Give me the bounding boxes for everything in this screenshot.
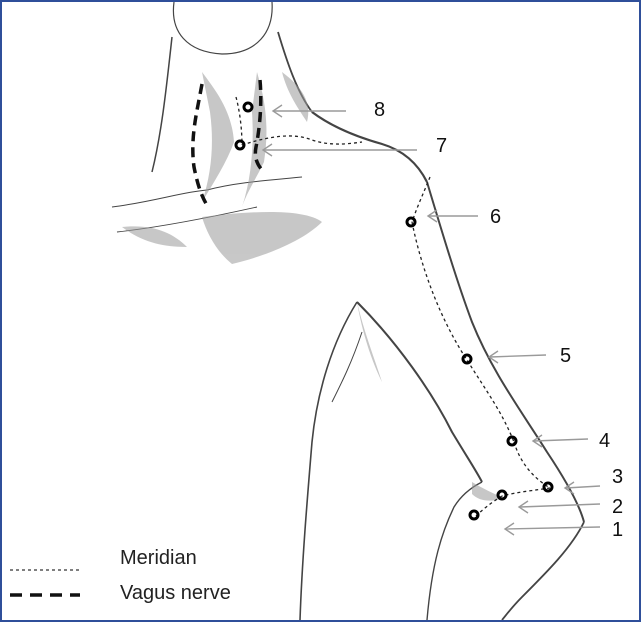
- arrow-7: [263, 144, 417, 156]
- acupoints: [236, 103, 552, 519]
- meridian-line: [236, 97, 550, 516]
- acupoint-4: [508, 437, 516, 445]
- legend-meridian-label: Meridian: [120, 547, 197, 569]
- point-label-5: 5: [560, 345, 571, 367]
- acupoint-2: [498, 491, 506, 499]
- point-label-4: 4: [599, 430, 610, 452]
- point-label-1: 1: [612, 519, 623, 541]
- acupoint-1: [470, 511, 478, 519]
- acupoint-3: [544, 483, 552, 491]
- arrow-3: [565, 482, 600, 494]
- arrow-4: [533, 435, 588, 447]
- acupoint-8: [244, 103, 252, 111]
- acupoint-7: [236, 141, 244, 149]
- point-label-3: 3: [612, 466, 623, 488]
- arrow-2: [519, 501, 600, 513]
- acupoint-5: [463, 355, 471, 363]
- body-sketch: [112, 2, 584, 620]
- point-label-8: 8: [374, 99, 385, 121]
- point-arrows: [263, 105, 600, 535]
- acupoint-6: [407, 218, 415, 226]
- arrow-5: [489, 351, 546, 363]
- arrow-1: [505, 523, 600, 535]
- point-label-7: 7: [436, 135, 447, 157]
- point-label-2: 2: [612, 496, 623, 518]
- point-label-6: 6: [490, 206, 501, 228]
- legend: Meridian Vagus nerve: [10, 547, 231, 604]
- point-labels: 1 2 3 4 5 6 7 8: [374, 99, 623, 541]
- arrow-6: [428, 210, 478, 222]
- arrow-8: [273, 105, 346, 117]
- legend-vagus-label: Vagus nerve: [120, 582, 231, 604]
